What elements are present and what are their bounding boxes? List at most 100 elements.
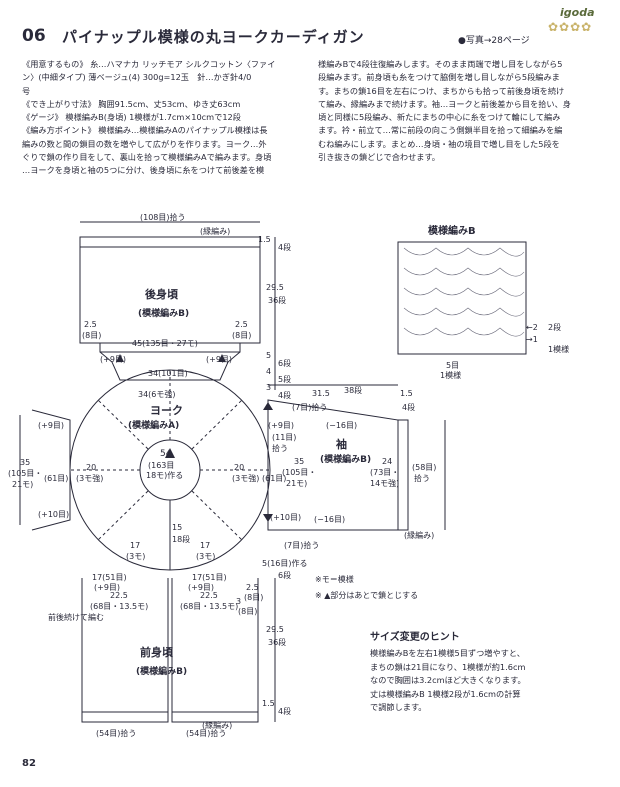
back-lower-width: 34(101目): [148, 369, 188, 378]
yoke-depth-rows: 18段: [172, 534, 190, 544]
back-right-inset-sts: (8目): [232, 331, 251, 340]
left-w: 35: [20, 458, 30, 467]
text-line: ン〉(中細タイプ) 薄ベージュ(4) 300g=12玉 針…かぎ針4/0: [22, 72, 252, 83]
back-width: 45(135目・27モ): [132, 339, 198, 348]
yoke-front-l: 17: [130, 541, 140, 550]
triangle-marker-icon: [218, 354, 226, 362]
pattern-b-stitch-grid: [403, 247, 525, 337]
back-c-h: 3: [266, 383, 271, 392]
hint-line: 模様編みBを左右1模様5目ずつ増やすと、: [370, 648, 525, 658]
brand-logo: igoda: [560, 6, 595, 19]
text-line: 《用意するもの》 糸…ハマナカ リッチモア シルクコットン〈ファイ: [22, 59, 276, 69]
left-side-shape: [31, 409, 71, 531]
pattern-b-arrow1: ←2: [526, 323, 538, 332]
sleeve-inc: (+9目): [268, 421, 294, 430]
left-inc-bottom: (+10目): [38, 510, 69, 519]
arrow-up-icon: [165, 448, 175, 458]
back-inc-right: (+9目): [206, 355, 232, 364]
back-inc-left: (+9目): [100, 355, 126, 364]
sleeve-sts: (105目・: [282, 468, 316, 477]
front-pattern: (模様編みB): [136, 665, 187, 677]
text-line: 頃と同様に5段編み、新たにまちの中心に糸をつけて輪にして編み: [318, 112, 561, 123]
sleeve-cuff-mod: 14モ強): [370, 478, 399, 488]
hint-line: 丈は模様編みB 1模様2段が1.6cmの計算: [370, 688, 521, 699]
sleeve-inc2: (+10目): [270, 513, 301, 522]
yoke-front-l-mod: (3モ): [126, 552, 145, 561]
back-body-h: 29.5: [266, 283, 284, 292]
yoke-left-mod: (3モ強): [76, 473, 103, 483]
front-body-h: 29.5: [266, 625, 284, 634]
text-line: す。まちの鎖16目を左右につけ、まちからも拾って前後身頃を続け: [318, 85, 565, 96]
yoke-center: 54: [160, 449, 172, 459]
front-edge-rows: 4段: [278, 706, 291, 716]
hint-title: サイズ変更のヒント: [370, 632, 460, 643]
triangle-marker-icon: [263, 402, 273, 410]
sleeve-pickup-bottom: (7目)拾う: [284, 540, 319, 550]
brand-decoration: ✿✿✿✿: [548, 20, 593, 34]
sleeve-label: 袖: [336, 437, 347, 451]
text-line: ぐりで鎖の作り目をして、裏山を拾って模様編みAで編みます。身頃: [22, 152, 272, 163]
sleeve-inner: (61目): [262, 474, 286, 483]
pattern-b-arrow2: →1: [526, 335, 538, 344]
hint-line: まちの鎖は21目になり、1模様が約1.6cm: [370, 661, 526, 672]
front-left-w: 22.5: [110, 591, 128, 600]
text-line: 引き抜きの鎖どじで合わせます。: [318, 152, 440, 163]
front-left-top: 17(51目): [92, 573, 127, 582]
back-label: 後身頃: [145, 287, 179, 301]
back-edge-rows: 4段: [278, 242, 291, 252]
yoke-right-w: 20: [234, 463, 244, 472]
sleeve-cuff-pick2: 拾う: [414, 473, 430, 483]
back-b-h: 4: [266, 367, 271, 376]
text-line: 《でき上がり寸法》 胸囲91.5cm、丈53cm、ゆき丈63cm: [22, 98, 241, 109]
sleeve-edge-band: [397, 419, 409, 531]
yoke-pattern: (模様編みA): [128, 419, 179, 431]
pattern-number: 06: [22, 26, 46, 46]
text-line: て編み、縁編みまで続けます。袖…ヨークと前後差から目を拾い、身: [318, 98, 571, 109]
sleeve-length-rows: 38段: [344, 385, 362, 395]
yoke-center-mod: 18モ)作る: [146, 470, 183, 480]
back-edge-label: (縁編み): [200, 226, 230, 236]
front-side-sts: (8目): [244, 593, 263, 602]
sleeve-pattern: (模様編みB): [320, 453, 371, 465]
pattern-title: パイナップル模様の丸ヨークカーディガン: [62, 28, 365, 46]
text-line: …ヨークを身頃と袖の5つに分け、後身頃に糸をつけて前後差を模: [22, 165, 265, 176]
sleeve-cuff-sts: (73目・: [370, 468, 399, 477]
yoke-outer: 34(6モ強): [138, 389, 176, 399]
back-edge-band: [79, 236, 261, 248]
front-left-sts: (68目・13.5モ): [90, 602, 148, 611]
sleeve-mod: 21モ): [286, 479, 307, 488]
note-marks: ※ ▲部分はあとで鎖とじする: [315, 591, 419, 600]
left-inc-top: (+9目): [38, 421, 64, 430]
instructions-left: 《用意するもの》 糸…ハマナカ リッチモア シルクコットン〈ファイ ン〉(中細タ…: [22, 58, 314, 178]
back-a-rows: 6段: [278, 358, 291, 368]
front-right-w: 22.5: [200, 591, 218, 600]
back-right-inset: 2.5: [235, 320, 248, 329]
yoke-right-mod: (3モ強): [232, 473, 259, 483]
instructions-right: 様編みBで4段往復編みします。そのまま両端で増し目をしながら5 段編みます。前身…: [318, 58, 614, 164]
back-b-rows: 5段: [278, 374, 291, 384]
yoke-label: ヨーク: [150, 404, 183, 417]
size-hint: サイズ変更のヒント 模様編みBを左右1模様5目ずつ増やすと、 まちの鎖は21目に…: [370, 628, 602, 715]
pattern-b-title: 模様編みB: [428, 224, 476, 237]
front-inc-right: (+9目): [188, 583, 214, 592]
left-sts: (105目・: [8, 469, 42, 478]
front-pick-left: (54目)拾う: [96, 728, 136, 738]
sleeve-pickup-top: (7目)拾う: [292, 402, 327, 412]
back-c-rows: 4段: [278, 390, 291, 400]
pattern-b-stitch: 5目: [446, 361, 459, 370]
sleeve-edge-h: 1.5: [400, 389, 413, 398]
front-left-edge: [81, 711, 169, 723]
sleeve-edge-rows: 4段: [402, 402, 415, 412]
yoke-front-r-mod: (3モ): [196, 552, 215, 561]
text-line: 《ゲージ》 模様編みB(身頃) 1模様が1.7cm×10cmで12段: [22, 112, 241, 123]
left-inner: (61目): [44, 474, 68, 483]
yoke-front-r: 17: [200, 541, 210, 550]
back-top-pickup: (108目)拾う: [140, 212, 186, 222]
back-body-outline: [79, 247, 261, 353]
back-body-rows: 36段: [268, 295, 286, 305]
front-body-rows: 36段: [268, 637, 286, 647]
front-edge-note: 前後続けて編む: [48, 612, 104, 622]
sleeve-cuff: 24: [382, 457, 392, 466]
yoke-depth: 15: [172, 523, 182, 532]
note-mod: ※モ＝模様: [315, 575, 354, 584]
